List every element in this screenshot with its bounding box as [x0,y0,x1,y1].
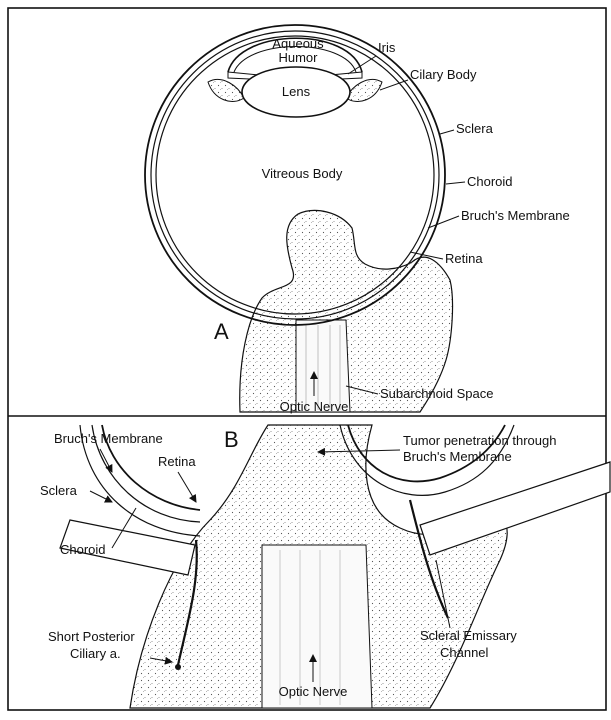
label-retina-b: Retina [158,454,196,469]
label-bruchs-membrane-b: Bruch's Membrane [54,431,163,446]
label-aqueous-humor-line1: Aqueous [272,36,324,51]
label-scleral-emissary-line1: Scleral Emissary [420,628,517,643]
label-bruchs-membrane: Bruch's Membrane [461,208,570,223]
label-aqueous-humor-line2: Humor [278,50,318,65]
label-choroid-b: Choroid [60,542,106,557]
ciliary-body-right [346,79,382,101]
label-short-posterior-line1: Short Posterior [48,629,135,644]
label-tumor-line2: Bruch's Membrane [403,449,512,464]
label-sclera-b: Sclera [40,483,78,498]
ciliary-body-left [208,79,244,101]
label-ciliary-body: Cilary Body [410,67,477,82]
panel-a-letter: A [214,319,229,344]
panel-a: Aqueous Humor Lens Iris Cilary Body Scle… [145,25,570,414]
label-subarachnoid-space: Subarchnoid Space [380,386,493,401]
label-scleral-emissary-line2: Channel [440,645,489,660]
panel-b: B Bruch's Membrane Retina Sclera Choroid… [40,425,610,708]
label-retina: Retina [445,251,483,266]
label-tumor-line1: Tumor penetration through [403,433,556,448]
label-sclera: Sclera [456,121,494,136]
label-choroid: Choroid [467,174,513,189]
panel-b-letter: B [224,427,239,452]
label-short-posterior-line2: Ciliary a. [70,646,121,661]
label-optic-nerve-b: Optic Nerve [279,684,348,699]
label-optic-nerve-a: Optic Nerve [280,399,349,414]
sclera-band-right [420,462,610,555]
label-iris: Iris [378,40,396,55]
label-lens: Lens [282,84,311,99]
label-vitreous-body: Vitreous Body [262,166,343,181]
